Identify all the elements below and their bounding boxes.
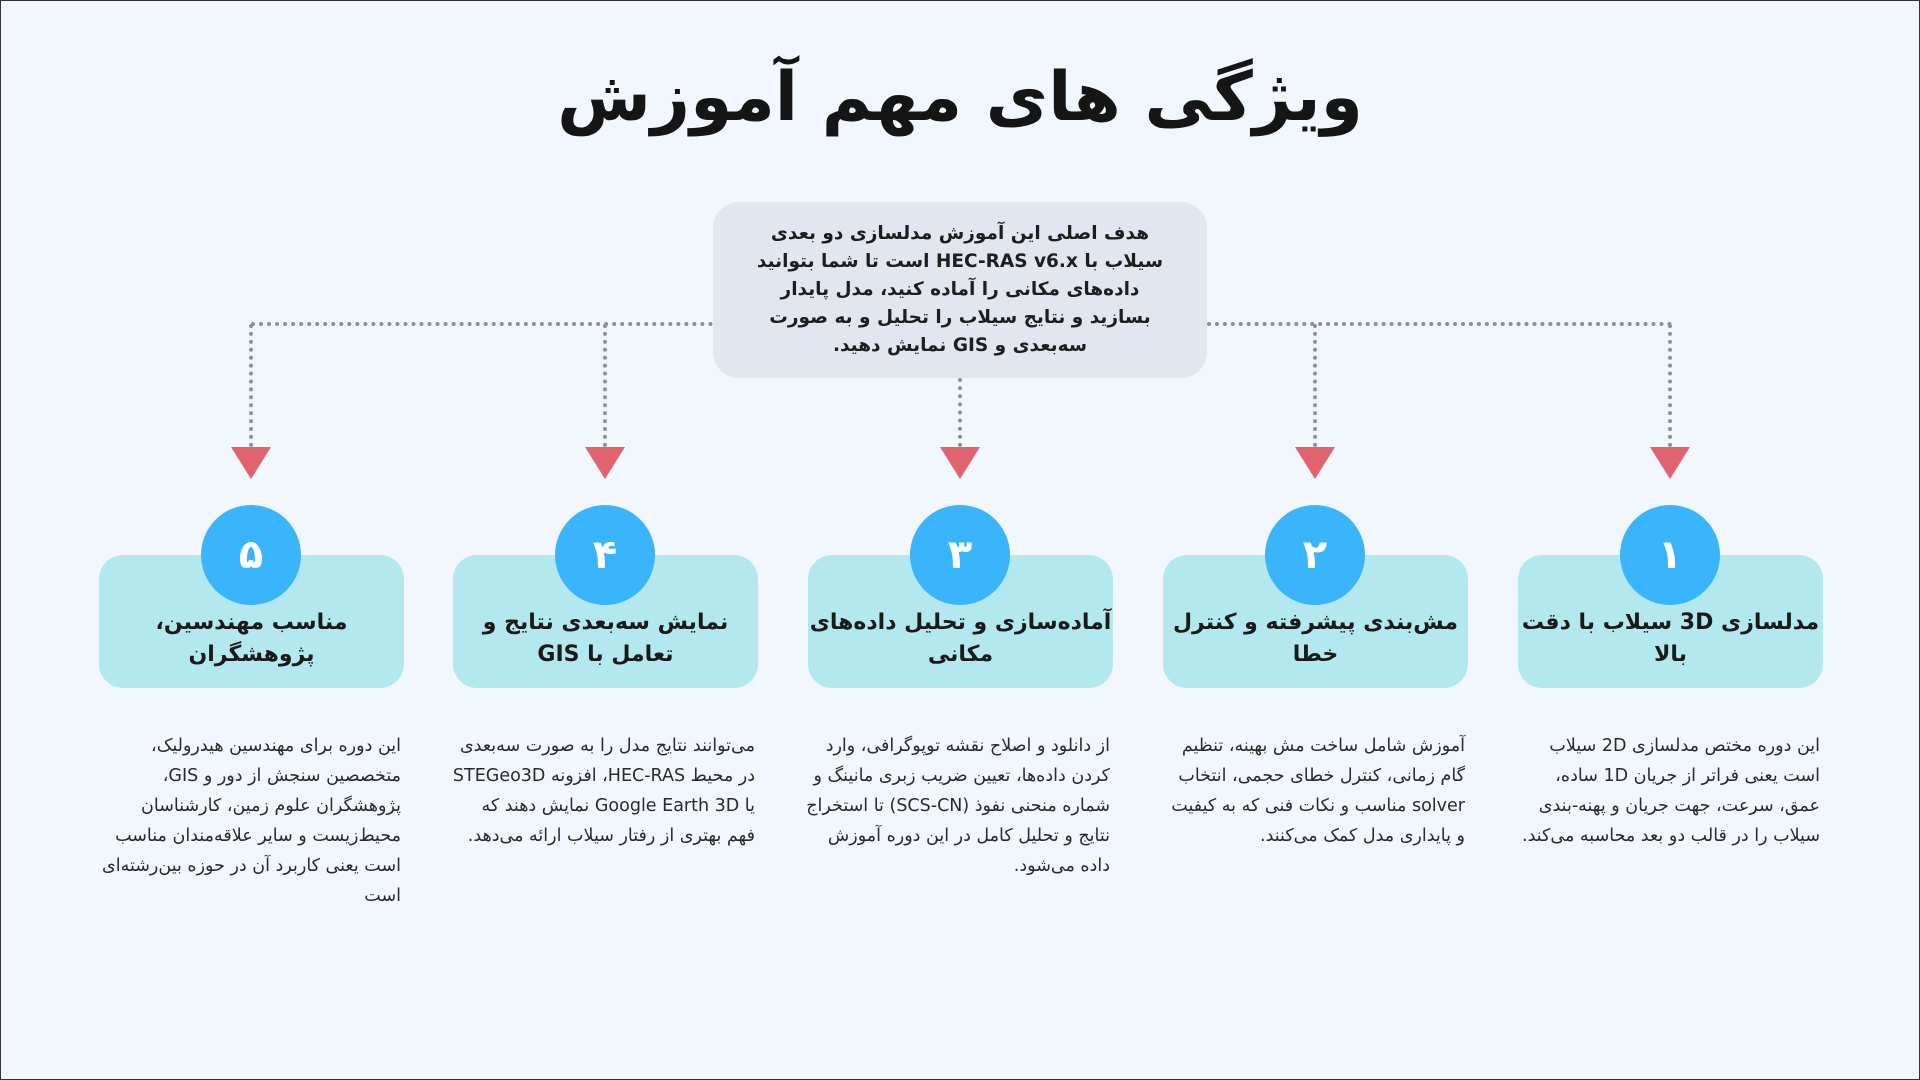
feature-heading: نمایش سه‌بعدی نتایج و تعامل با GIS bbox=[482, 610, 729, 667]
connector-vertical bbox=[603, 324, 607, 447]
connector-right bbox=[1207, 322, 1672, 326]
feature-number-badge: ۵ bbox=[201, 505, 301, 605]
arrow-down-icon bbox=[231, 447, 271, 479]
connector-vertical bbox=[1668, 324, 1672, 447]
arrow-down-icon bbox=[585, 447, 625, 479]
feature-number-badge: ۴ bbox=[555, 505, 655, 605]
feature-description: این دوره برای مهندسین هیدرولیک، متخصصین … bbox=[102, 736, 401, 906]
feature-description: این دوره مختص مدلسازی 2D سیلاب است یعنی … bbox=[1522, 736, 1820, 846]
feature-heading: مش‌بندی پیشرفته و کنترل خطا bbox=[1172, 610, 1459, 667]
feature-description: آموزش شامل ساخت مش بهینه، تنظیم گام زمان… bbox=[1171, 736, 1465, 846]
feature-number-badge: ۱ bbox=[1620, 505, 1720, 605]
goal-box: هدف اصلی این آموزش مدلسازی دو بعدی سیلاب… bbox=[713, 202, 1207, 378]
feature-number-badge: ۲ bbox=[1265, 505, 1365, 605]
feature-number-badge: ۳ bbox=[910, 505, 1010, 605]
goal-text: هدف اصلی این آموزش مدلسازی دو بعدی سیلاب… bbox=[756, 223, 1164, 356]
page-title: ویژگی های مهم آموزش bbox=[557, 58, 1363, 137]
connector-vertical bbox=[249, 324, 253, 447]
arrow-down-icon bbox=[1295, 447, 1335, 479]
arrow-down-icon bbox=[940, 447, 980, 479]
feature-heading: مدلسازی 3D سیلاب با دقت بالا bbox=[1521, 610, 1820, 667]
arrow-down-icon bbox=[1650, 447, 1690, 479]
feature-heading: مناسب مهندسین، پژوهشگران bbox=[155, 610, 348, 667]
connector-left bbox=[251, 322, 713, 326]
feature-description: از دانلود و اصلاح نقشه توپوگرافی، وارد ک… bbox=[806, 736, 1110, 876]
connector-vertical bbox=[1313, 324, 1317, 447]
feature-description: می‌توانند نتایج مدل را به صورت سه‌بعدی د… bbox=[452, 736, 755, 846]
connector-vertical bbox=[958, 378, 962, 447]
feature-heading: آماده‌سازی و تحلیل داده‌های مکانی bbox=[809, 610, 1112, 667]
